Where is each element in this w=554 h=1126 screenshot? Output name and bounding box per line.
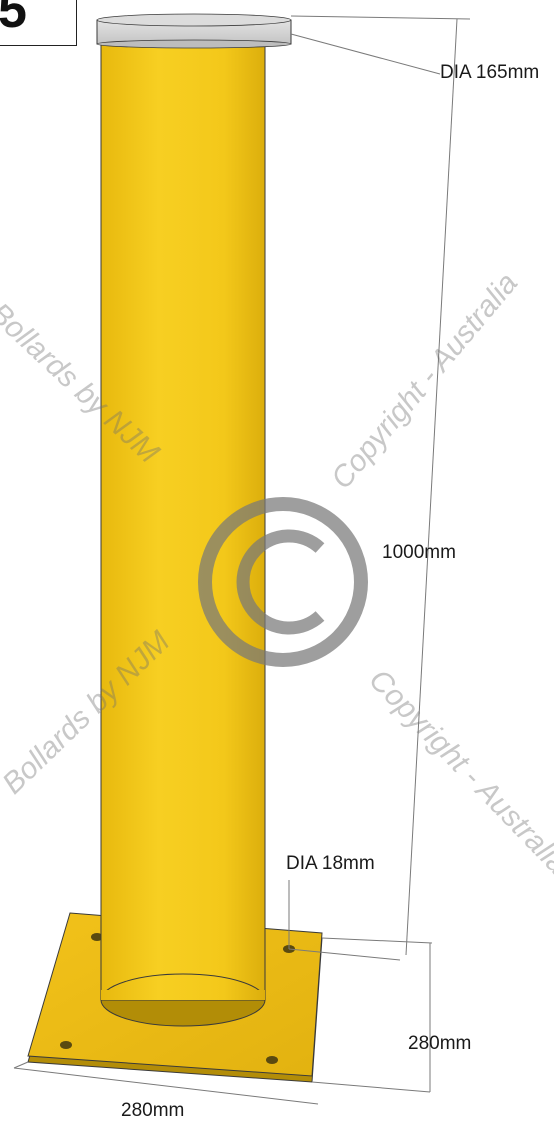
bolt-hole-icon	[60, 1041, 72, 1049]
plate-depth-label: 280mm	[408, 1033, 472, 1054]
bollard-cap	[96, 13, 292, 49]
copyright-watermark-icon	[198, 497, 368, 667]
dimension-lines	[13, 15, 471, 1105]
bolt-hole-icon	[91, 933, 103, 941]
bolt-hole-icon	[266, 1056, 278, 1064]
hole-diameter-label: DIA 18mm	[286, 853, 375, 874]
bollard-pole	[100, 33, 266, 1027]
page-number-text: 5	[0, 0, 27, 39]
top-diameter-label: DIA 165mm	[440, 62, 540, 83]
height-label: 1000mm	[382, 542, 456, 563]
page-number-tag: 5	[0, 0, 77, 46]
plate-width-label: 280mm	[121, 1100, 185, 1121]
